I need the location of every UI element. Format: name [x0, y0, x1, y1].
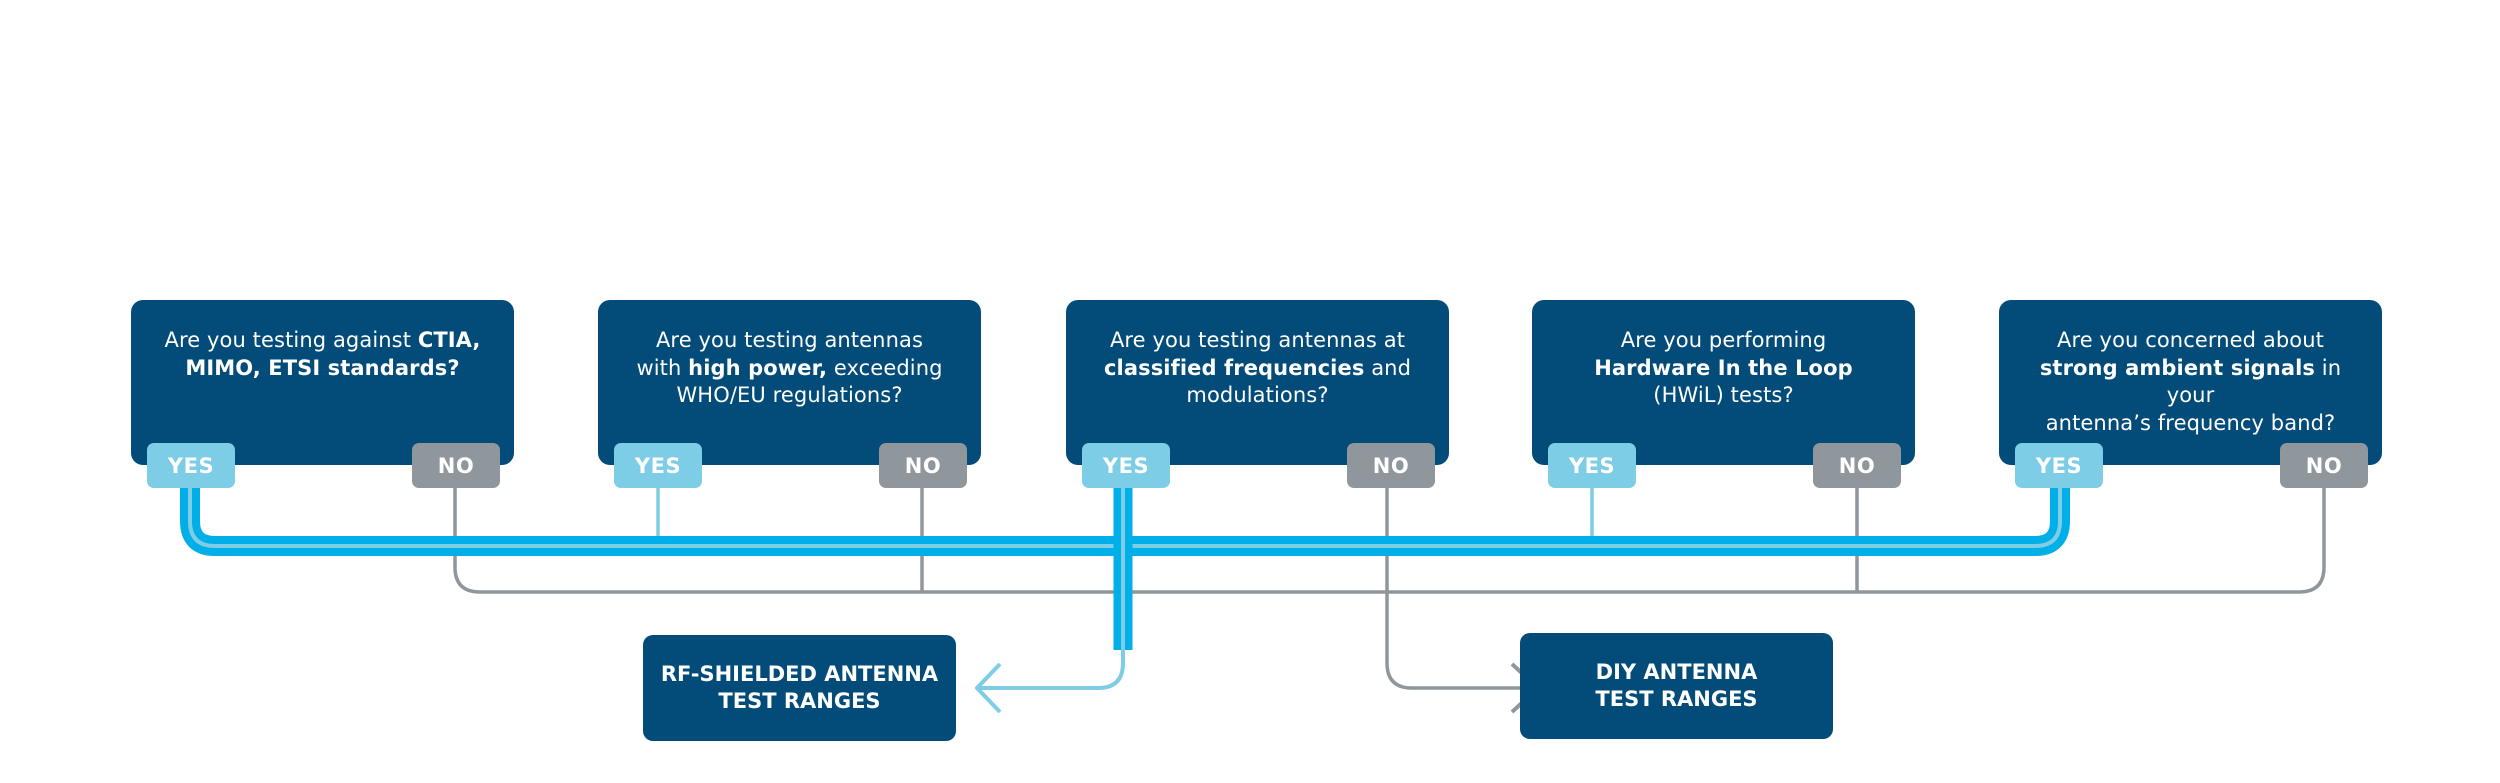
yes-badge-classified-frequencies[interactable]: YES — [1082, 443, 1170, 488]
no-route-to-diy — [1385, 488, 1538, 690]
question-fragment: Are you performing — [1620, 328, 1827, 352]
question-box-standards: Are you testing against CTIA,MIMO, ETSI … — [131, 300, 514, 465]
result-rf-shielded-test-ranges[interactable]: RF-SHIELDED ANTENNA TEST RANGES — [643, 635, 956, 741]
question-emphasis: Hardware In the Loop — [1594, 355, 1853, 380]
question-emphasis: classified frequencies — [1103, 355, 1365, 380]
question-line: Are you performing — [1594, 327, 1853, 355]
question-line: modulations? — [1104, 382, 1411, 410]
question-box-classified-frequencies: Are you testing antennas at classified fr… — [1066, 300, 1449, 465]
result-title-line1: DIY ANTENNA — [1595, 660, 1758, 684]
question-line: Hardware In the Loop — [1594, 355, 1853, 383]
question-line: (HWiL) tests? — [1594, 382, 1853, 410]
question-fragment: in your — [2166, 355, 2342, 408]
question-text: Are you concerned about strong ambient si… — [2021, 327, 2360, 437]
question-fragment: Are you testing antennas at — [1109, 328, 1406, 352]
question-fragment: WHO/EU regulations? — [676, 383, 903, 407]
no-badge-hwil[interactable]: NO — [1813, 443, 1901, 488]
question-text: Are you testing antennas at classified fr… — [1104, 327, 1411, 410]
question-fragment: with — [636, 355, 689, 380]
question-fragment: exceeding — [827, 355, 943, 380]
question-box-high-power: Are you testing antennas with high power,… — [598, 300, 981, 465]
question-emphasis: high power, — [688, 355, 828, 380]
result-title-line2: TEST RANGES — [718, 689, 881, 713]
question-fragment: and — [1364, 355, 1412, 380]
question-emphasis: MIMO, ETSI standards? — [185, 355, 460, 380]
question-line: classified frequencies and — [1104, 355, 1411, 383]
arrow-head-rf-shielded — [975, 662, 1002, 714]
question-line: antenna’s frequency band? — [2021, 410, 2360, 438]
no-badge-classified-frequencies[interactable]: NO — [1347, 443, 1435, 488]
yes-badge-ambient-signals[interactable]: YES — [2015, 443, 2103, 488]
question-text: Are you testing antennas with high power,… — [636, 327, 942, 410]
question-line: Are you testing antennas — [636, 327, 942, 355]
question-line: MIMO, ETSI standards? — [164, 355, 480, 383]
question-line: strong ambient signals in your — [2021, 355, 2360, 410]
question-fragment: Are you concerned about — [2057, 328, 2324, 352]
question-fragment: antenna’s frequency band? — [2045, 410, 2336, 435]
question-line: Are you testing antennas at — [1104, 327, 1411, 355]
result-title-line1: RF-SHIELDED ANTENNA — [660, 662, 939, 686]
no-bus-line — [453, 488, 2326, 594]
yes-badge-standards[interactable]: YES — [147, 443, 235, 488]
question-fragment: Are you testing antennas — [655, 328, 924, 352]
question-emphasis: strong ambient signals — [2039, 355, 2316, 380]
yes-badge-hwil[interactable]: YES — [1548, 443, 1636, 488]
question-line: Are you testing against CTIA, — [164, 327, 480, 355]
question-text: Are you testing against CTIA,MIMO, ETSI … — [164, 327, 480, 382]
yes-route-to-rf-shielded — [977, 650, 1125, 690]
result-title-line2: TEST RANGES — [1595, 687, 1758, 711]
question-line: Are you concerned about — [2021, 327, 2360, 355]
question-fragment: (HWiL) tests? — [1653, 383, 1794, 407]
question-box-ambient-signals: Are you concerned about strong ambient si… — [1999, 300, 2382, 465]
question-fragment: modulations? — [1186, 383, 1329, 407]
result-diy-test-ranges[interactable]: DIY ANTENNA TEST RANGES — [1520, 633, 1833, 739]
yes-badge-high-power[interactable]: YES — [614, 443, 702, 488]
no-badge-standards[interactable]: NO — [412, 443, 500, 488]
no-badge-high-power[interactable]: NO — [879, 443, 967, 488]
no-badge-ambient-signals[interactable]: NO — [2280, 443, 2368, 488]
question-line: WHO/EU regulations? — [636, 382, 942, 410]
question-emphasis: CTIA, — [417, 328, 481, 352]
question-line: with high power, exceeding — [636, 355, 942, 383]
question-fragment: Are you testing against — [164, 328, 418, 352]
